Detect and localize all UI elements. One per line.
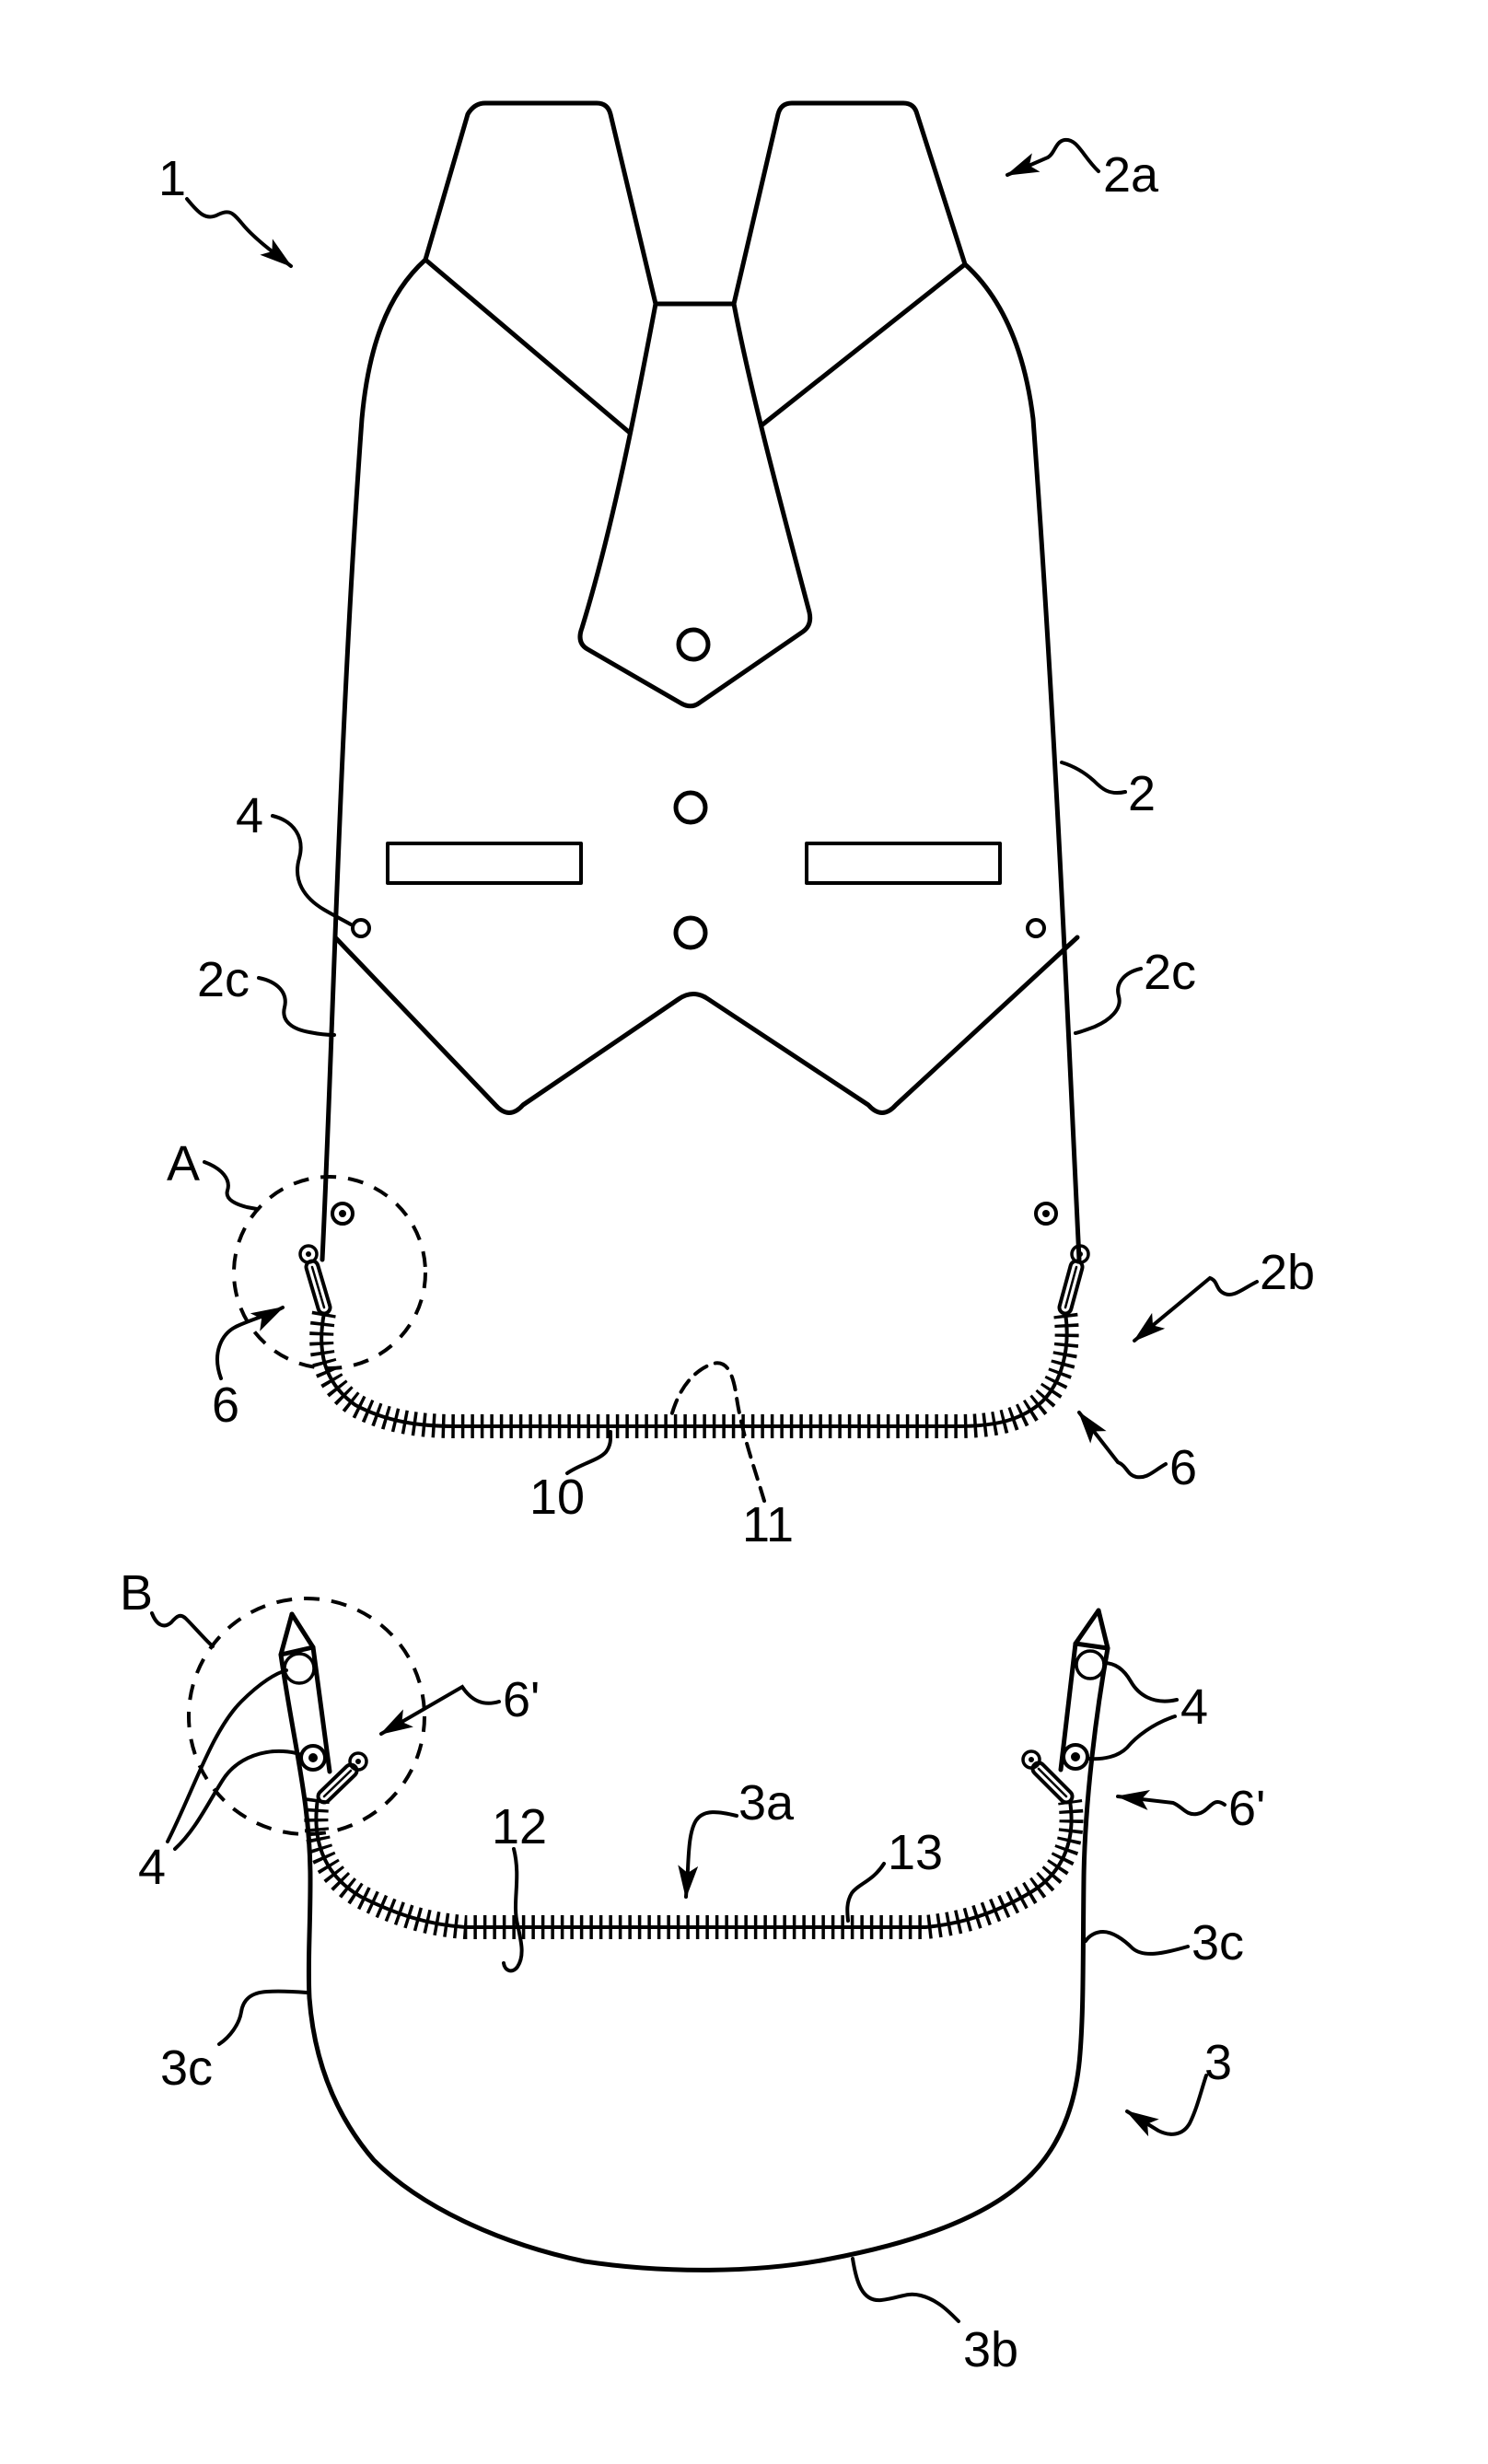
leader-lines (150, 137, 1259, 2323)
ref-label-13: 13 (888, 1825, 943, 1880)
snap-rivet-right (1026, 918, 1046, 938)
vest-zipper-tape (320, 1312, 1069, 1428)
ref-label-2c-left: 2c (197, 952, 250, 1007)
detail-circle-A (232, 1175, 427, 1370)
ref-label-10: 10 (529, 1470, 585, 1525)
leader-10 (565, 1430, 613, 1475)
leader-6-left (215, 1306, 285, 1380)
vest-piece (232, 100, 1090, 1438)
leader-B (150, 1611, 215, 1648)
vest-button-lower (673, 915, 708, 950)
ref-label-A: A (167, 1136, 200, 1191)
vest-button-middle (673, 790, 708, 825)
pocket-left (386, 842, 583, 885)
leader-A (203, 1160, 259, 1211)
ref-label-11: 11 (742, 1497, 794, 1552)
reference-labels: 1 2a 2 4 2c 2c A 2b 6 6 10 11 B 4 6' 4 6… (120, 147, 1315, 2377)
lapel-right (759, 262, 968, 428)
zipper-end-rivet-right (1034, 1202, 1058, 1226)
leader-2c-right (1074, 967, 1143, 1035)
ref-label-B: B (120, 1565, 153, 1621)
lower-zipper-teeth (304, 1797, 1084, 1939)
zipper-slider-left (298, 1244, 332, 1316)
ref-label-2: 2 (1128, 766, 1156, 821)
tie-button (676, 627, 711, 662)
snap-rivet-left (351, 918, 371, 938)
leader-11 (669, 1361, 766, 1503)
ref-label-3: 3 (1204, 2035, 1232, 2090)
ref-label-3a: 3a (738, 1775, 795, 1831)
vest-zipper-teeth (309, 1310, 1079, 1438)
ref-label-3c-left: 3c (160, 2040, 213, 2096)
leader-2c-left (257, 976, 336, 1037)
leader-1 (185, 197, 293, 268)
lapel-left (423, 257, 633, 436)
ref-label-6p-right: 6' (1228, 1781, 1265, 1836)
ref-label-6-left: 6 (212, 1377, 239, 1433)
leader-4-bottom-left-b (166, 1668, 288, 1843)
leader-13 (845, 1862, 886, 1923)
ref-label-1: 1 (158, 151, 186, 206)
leader-4-bottom-right-a (1102, 1661, 1179, 1703)
zipper-pin-right (1058, 1608, 1110, 1772)
lower-piece-outline (278, 1608, 1110, 2272)
ref-label-4-top: 4 (236, 788, 263, 843)
seam-line-2c (332, 935, 1080, 1115)
ref-label-3b: 3b (963, 2322, 1018, 2377)
ref-label-2b: 2b (1260, 1245, 1315, 1300)
ref-label-3c-right: 3c (1192, 1915, 1244, 1970)
zipper-slider-prime-left (316, 1751, 368, 1805)
ref-label-4-bottom-right: 4 (1180, 1679, 1208, 1735)
leader-2a (1006, 137, 1100, 177)
ref-label-2a: 2a (1103, 147, 1159, 203)
ref-label-12: 12 (492, 1799, 547, 1854)
ref-label-6p-left: 6' (503, 1672, 540, 1727)
zipper-pin-left (278, 1611, 332, 1774)
pocket-right (805, 842, 1002, 885)
ref-label-6-right: 6 (1169, 1440, 1197, 1495)
ref-label-2c-right: 2c (1144, 945, 1196, 1000)
leader-3a (678, 1810, 738, 1899)
leader-3b (851, 2257, 960, 2323)
leader-6-prime-left (379, 1684, 501, 1736)
zipper-slider-right (1057, 1244, 1090, 1316)
zipper-end-rivet-left (331, 1202, 355, 1226)
leader-3 (1125, 2074, 1208, 2137)
zipper-slider-prime-right (1021, 1749, 1075, 1805)
lower-piece (187, 1597, 1110, 2272)
leader-4-top (271, 814, 353, 926)
necktie (577, 301, 813, 709)
detail-circle-B (187, 1597, 426, 1836)
leader-2 (1060, 761, 1127, 795)
vest-outline (320, 100, 1082, 1262)
leader-4-bottom-left-a (173, 1749, 303, 1851)
leader-3c-right (1084, 1929, 1190, 1956)
leader-6-prime-right (1116, 1790, 1226, 1817)
leader-2b (1133, 1275, 1259, 1342)
leader-6-right (1077, 1411, 1168, 1480)
leader-4-bottom-right-b (1087, 1714, 1177, 1761)
lower-zipper-tape (314, 1798, 1074, 1929)
leader-12 (502, 1847, 524, 1973)
ref-label-4-bottom-left: 4 (138, 1840, 166, 1895)
leader-3c-left (217, 1989, 308, 2046)
